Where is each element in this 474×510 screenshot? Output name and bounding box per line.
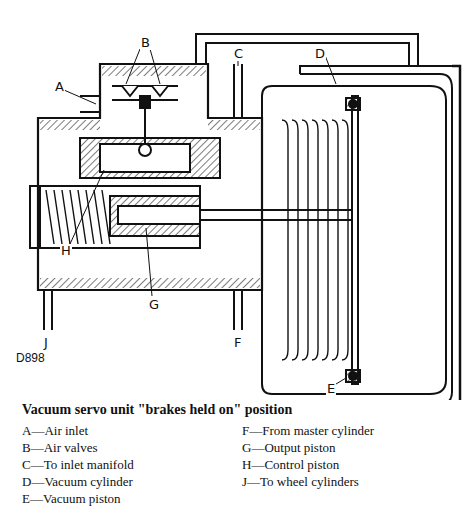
callout-letter: J xyxy=(43,336,49,350)
callout-letter: E xyxy=(326,382,336,396)
callout-letter: C xyxy=(233,47,244,61)
callout-letter: F xyxy=(233,336,242,350)
callout-letter: H xyxy=(60,244,72,258)
key-entry: H—Control piston xyxy=(242,458,339,472)
key-entry: D—Vacuum cylinder xyxy=(22,475,133,489)
figure-caption: Vacuum servo unit "brakes held on" posit… xyxy=(22,402,292,418)
key-entry: G—Output piston xyxy=(242,441,336,455)
key-entry: E—Vacuum piston xyxy=(22,492,121,506)
key-entry: A—Air inlet xyxy=(22,424,88,438)
key-entry: C—To inlet manifold xyxy=(22,458,134,472)
key-entry: F—From master cylinder xyxy=(242,424,374,438)
key-entry: B—Air valves xyxy=(22,441,97,455)
callout-letter: G xyxy=(148,298,160,312)
drawing-number: D898 xyxy=(16,352,45,365)
callout-letter: A xyxy=(54,80,65,94)
key-entry: J—To wheel cylinders xyxy=(242,475,359,489)
callout-letter: D xyxy=(314,47,326,61)
callout-letter: B xyxy=(140,36,151,50)
